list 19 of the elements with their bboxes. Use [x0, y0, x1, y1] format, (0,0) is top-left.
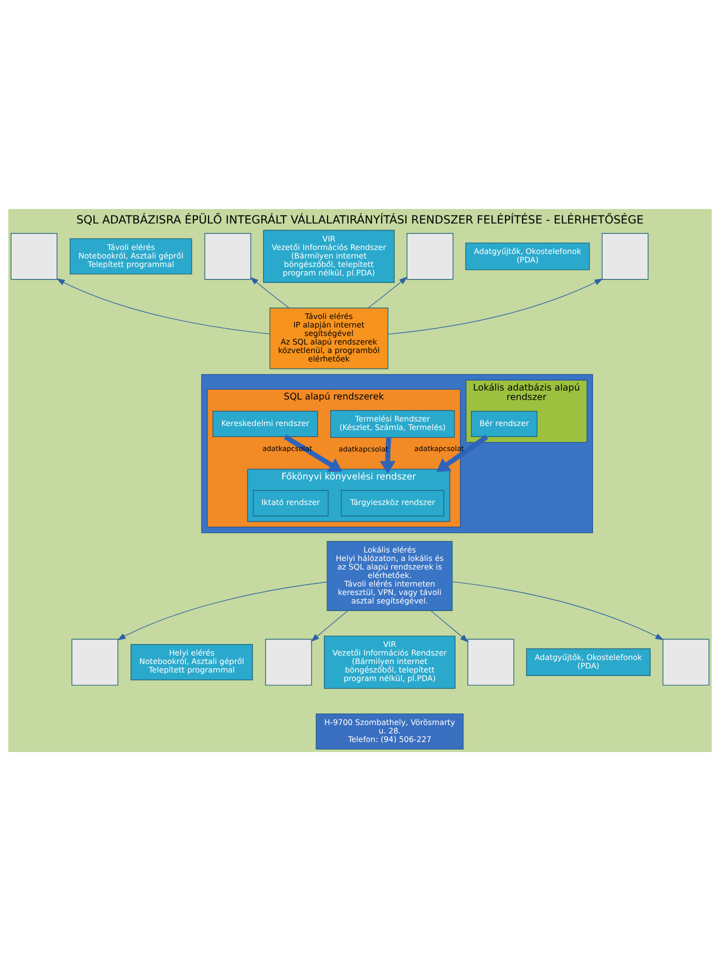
node-box	[662, 638, 710, 686]
arrow	[310, 610, 348, 642]
arrow	[368, 276, 408, 308]
node-box	[10, 232, 58, 280]
node-box	[72, 638, 118, 686]
arrow	[430, 610, 469, 642]
diagram-title: SQL ADATBÁZISRA ÉPÜLŐ INTEGRÁLT VÁLLALATIRÁNYÍTÁSI RENDSZER FELÉPÍTÉSE - ELÉRHETŐSÉGE	[76, 213, 644, 226]
arrow	[380, 436, 396, 474]
arrow	[117, 581, 328, 640]
arrow	[388, 278, 604, 334]
node-box	[204, 232, 252, 280]
node-box	[265, 638, 312, 686]
node-box	[467, 638, 514, 686]
cluster	[201, 374, 593, 533]
node-box	[602, 232, 648, 280]
arrow	[56, 278, 270, 334]
arrow	[452, 580, 664, 640]
node-box	[406, 232, 454, 280]
arrow	[250, 276, 290, 308]
